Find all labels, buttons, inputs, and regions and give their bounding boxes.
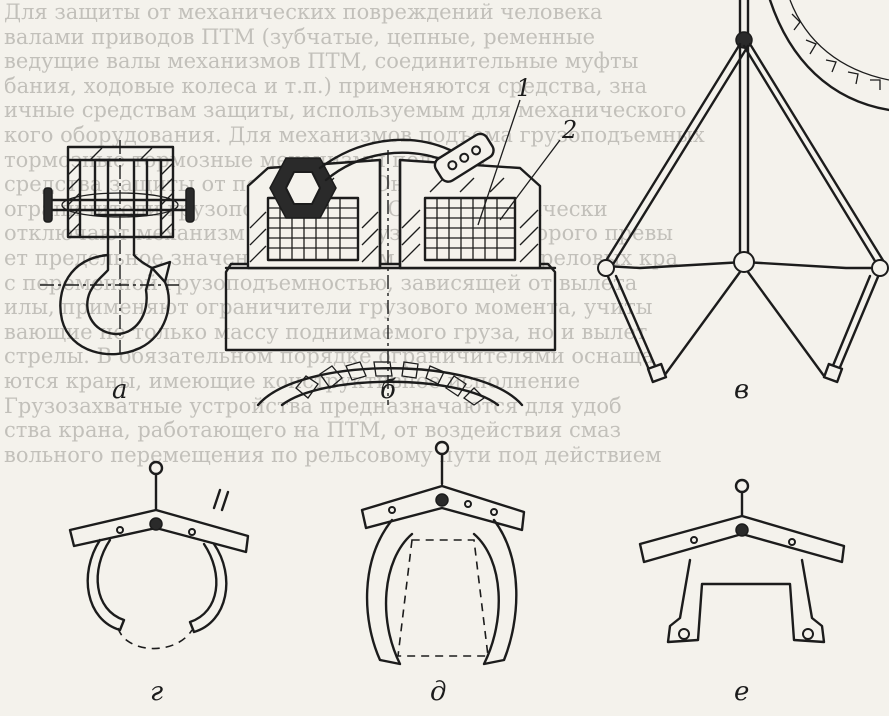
background-text-line: с переменной грузоподъемностью, зависяще…	[4, 270, 638, 295]
tong-e-beam	[638, 514, 846, 564]
hook-assembly-a	[40, 140, 195, 356]
background-text-line: ства крана, работающего на ПТМ, от возде…	[4, 418, 622, 443]
tong-d-right-jaw	[472, 518, 518, 666]
tong-d-eye	[434, 440, 450, 456]
background-text-line: средства защиты от перегрузки. Они авто	[4, 172, 474, 197]
load-outer-arc	[256, 367, 524, 407]
jaw-tip-left	[646, 362, 668, 384]
tong-e-pin-left	[678, 628, 690, 640]
toothed-sector	[768, 0, 889, 112]
power-cable	[318, 138, 452, 170]
background-text-line: вольного перемещения по рельсовому пути …	[4, 442, 662, 467]
callout-2: 2	[561, 116, 577, 144]
axle-right-cap	[185, 187, 195, 223]
background-text-line: вающие не только массу поднимаемого груз…	[4, 319, 648, 344]
magnet-right-body	[398, 158, 542, 270]
tong-e-eye	[734, 478, 750, 494]
magnet-coil-right	[423, 196, 517, 262]
background-text-line: Для защиты от механических повреждений ч…	[4, 0, 603, 24]
lifting-electromagnet-b	[224, 99, 561, 407]
tong-g-right-jaw	[188, 542, 228, 634]
tong-d-left-jaw	[365, 518, 414, 666]
panel-label-g: г	[150, 677, 163, 707]
grab-pin-center	[733, 251, 755, 273]
tong-g-left-jaw	[86, 538, 126, 632]
crane-hook	[59, 253, 170, 356]
background-text-line: ичные средствам защиты, используемым для…	[4, 98, 687, 123]
background-text-line: стрелы. В обязательном порядке ограничит…	[4, 344, 655, 369]
panel-label-v: в	[734, 375, 749, 405]
hook-nut	[93, 158, 149, 217]
tong-d-beam	[360, 484, 526, 532]
tong-e	[638, 478, 846, 644]
clamshell-grab-v	[597, 0, 889, 384]
panel-label-b: б	[380, 375, 396, 405]
background-text-line: Грузозахватные устройства предназначаютс…	[4, 393, 622, 418]
tong-d	[360, 440, 526, 666]
panel-label-d: д	[430, 677, 446, 707]
load-rollers	[295, 361, 486, 406]
panel-label-e: е	[734, 677, 749, 707]
tong-g-beam	[68, 508, 250, 554]
sector-teeth	[791, 13, 881, 90]
background-text-line: ведущие валы механизмов ПТМ, соединитель…	[4, 49, 639, 74]
magnet-housing	[224, 262, 557, 352]
tong-g-eye	[148, 460, 164, 476]
tong-e-frame	[666, 558, 826, 644]
callout-1: 1	[516, 74, 531, 102]
cable-plug	[433, 132, 495, 183]
background-text-line: кого оборудования. Для механизмов подъем…	[4, 122, 705, 147]
tong-g	[68, 460, 250, 650]
grab-pin-right	[871, 259, 889, 277]
tong-d-load	[397, 539, 489, 657]
jaw-tip-right	[822, 362, 844, 384]
grab-jaw-left	[604, 270, 742, 378]
axle-left-cap	[43, 187, 53, 223]
background-text-line: илы, применяют ограничители грузового мо…	[4, 295, 653, 320]
tong-g-load	[117, 627, 193, 650]
grab-jaw-right	[746, 270, 882, 378]
background-text-line: бания, ходовые колеса и т.п.) применяютс…	[4, 73, 648, 98]
background-text-line: валами приводов ПТМ (зубчатые, цепные, р…	[4, 24, 596, 49]
panel-label-a: а	[112, 375, 128, 405]
grab-pin-left	[597, 259, 615, 277]
tong-e-pin-right	[802, 628, 814, 640]
